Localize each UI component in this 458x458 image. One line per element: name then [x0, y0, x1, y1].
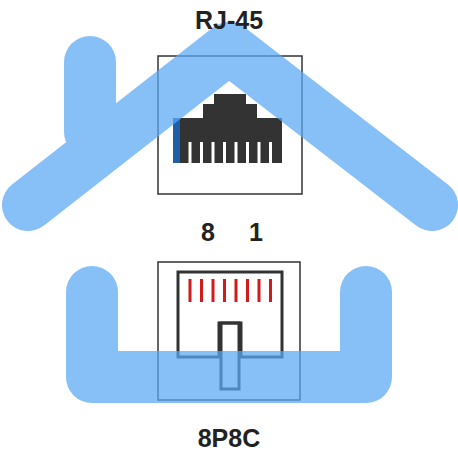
plug-contact: [235, 279, 238, 302]
house-watermark: [28, 48, 432, 377]
jack-pin: [246, 142, 249, 163]
house-roof: [28, 48, 432, 205]
jack-pin: [189, 142, 192, 163]
plug-body: [178, 272, 282, 357]
plug-contact: [246, 279, 249, 302]
plug-contact: [189, 279, 192, 302]
pin-number: 1: [249, 220, 263, 245]
house-base: [92, 292, 366, 377]
jack-pin: [258, 142, 261, 163]
connector-name: 8P8C: [198, 426, 261, 451]
plug-contact: [258, 279, 261, 302]
plug-contact: [223, 279, 226, 302]
plug-contact: [212, 279, 215, 302]
jack-pin: [212, 142, 215, 163]
plug-contact: [269, 279, 272, 302]
jack-edge: [173, 118, 180, 163]
jack-pins: [190, 142, 271, 163]
jack-pin: [235, 142, 238, 163]
jack-pin: [269, 142, 272, 163]
plug-contacts: [190, 279, 271, 302]
plug-contact: [200, 279, 203, 302]
jack-pin: [200, 142, 203, 163]
pin-number: 8: [201, 220, 215, 245]
jack-pin: [223, 142, 226, 163]
connector-name: RJ-45: [195, 8, 263, 33]
